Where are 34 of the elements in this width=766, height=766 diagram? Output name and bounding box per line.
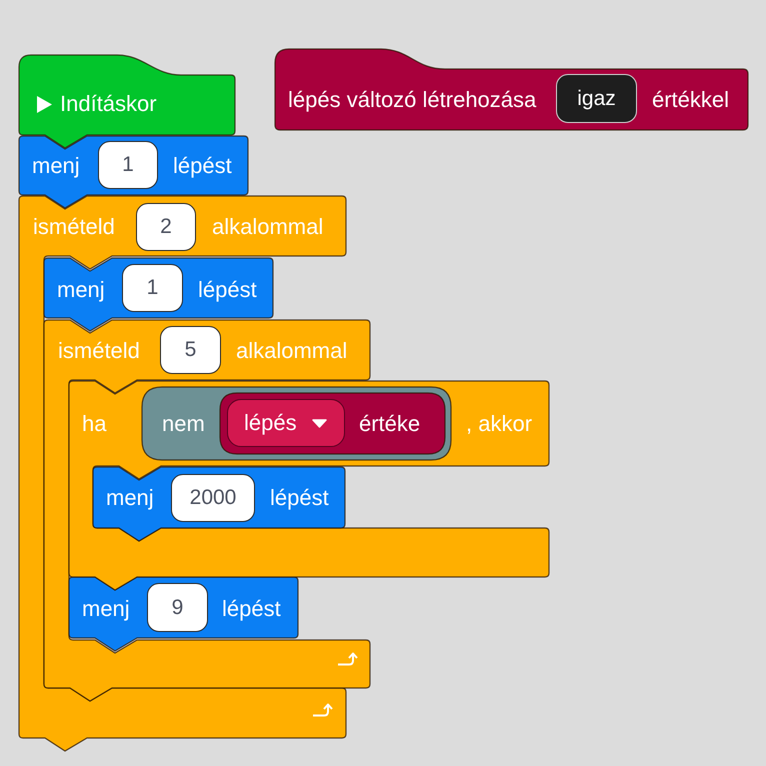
variable-dropdown: lépés [227, 399, 345, 447]
variable-declaration-block [275, 49, 748, 130]
block-label: , akkor [466, 411, 532, 437]
not-operator-block [142, 387, 451, 460]
block-label: menj [32, 153, 80, 179]
block-label: lépést [198, 277, 257, 303]
block-label: Indításkor [60, 91, 157, 117]
variable-value-block [220, 393, 445, 454]
number-input: 1 [122, 264, 183, 312]
block-label: alkalommal [212, 214, 324, 240]
number-input: 2000 [171, 474, 255, 522]
block-label: lépés változó létrehozása [288, 87, 536, 113]
number-input: 5 [160, 326, 221, 374]
number-input: 2 [136, 203, 196, 251]
block-label: ismételd [33, 214, 115, 240]
number-input: 1 [98, 141, 158, 189]
block-label: lépést [173, 153, 232, 179]
block-label: értékkel [652, 87, 730, 113]
block-label: értéke [359, 411, 420, 437]
value-input: igaz [556, 74, 637, 123]
block-label: lépést [270, 485, 329, 511]
event-hat-block [19, 53, 235, 148]
block-label: menj [57, 277, 105, 303]
move-block [69, 577, 298, 651]
move-block [93, 467, 345, 541]
block-label: alkalommal [236, 338, 348, 364]
number-input: 9 [147, 583, 208, 632]
block-label: menj [106, 485, 154, 511]
block-label: ha [82, 411, 106, 437]
block-label: menj [82, 596, 130, 622]
block-label: ismételd [58, 338, 140, 364]
block-label: lépést [222, 596, 281, 622]
if-block [69, 381, 549, 590]
block-label: nem [162, 411, 205, 437]
